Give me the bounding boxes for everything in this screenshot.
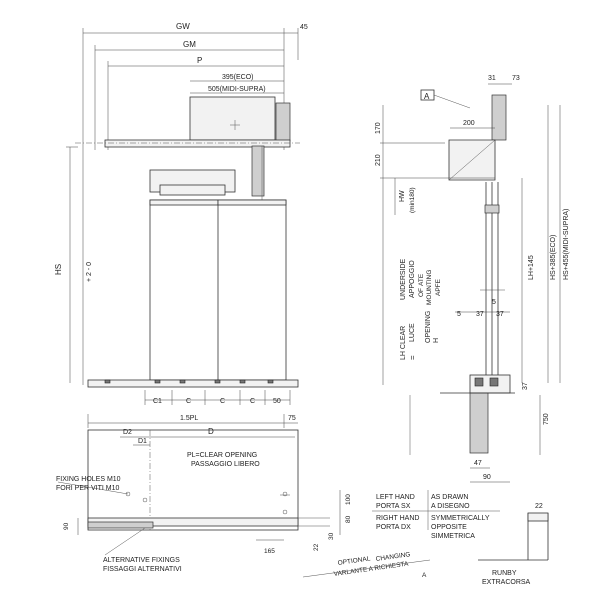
label-fissaggi: FISSAGGI ALTERNATIVI [103, 566, 182, 573]
dim-90-left: 90 [63, 522, 70, 530]
dim-hs-tol: + 2 - 0 [86, 262, 93, 282]
dim-c1: C1 [153, 398, 162, 405]
dim-c-c: C [250, 398, 255, 405]
label-right-hand: RIGHT HAND [376, 515, 419, 522]
label-fori-viti: FORI PER VITI M10 [56, 485, 120, 492]
label-alt-fixings: ALTERNATIVE FIXINGS [103, 557, 180, 564]
dim-d1: D1 [138, 438, 147, 445]
label-appoggio: APPOGGIO [409, 260, 416, 298]
dim-30: 30 [328, 532, 335, 540]
label-ate: ATE [418, 273, 425, 286]
dim-c-b: C [220, 398, 225, 405]
label-symmetrically: SYMMETRICALLY [431, 515, 490, 522]
dim-37a: 37 [476, 311, 484, 318]
dim-75: 75 [288, 415, 296, 422]
dim-d: D [208, 427, 214, 436]
dim-31: 31 [488, 75, 496, 82]
label-mounting: MOUNTING [426, 270, 433, 305]
dim-hs: HS [54, 264, 63, 275]
label-clear-opening: PL=CLEAR OPENING [187, 452, 257, 459]
dim-750: 750 [543, 413, 550, 425]
dim-gm: GM [183, 40, 196, 49]
label-optional: OPTIONAL [337, 555, 371, 567]
label-as-drawn: AS DRAWN [431, 494, 468, 501]
dim-37b: 37 [496, 311, 504, 318]
dim-47: 47 [474, 460, 482, 467]
dim-p: P [197, 56, 202, 65]
plan-view: D2 D1 D PL=CLEAR OPENING PASSAGGIO LIBER… [56, 427, 431, 579]
label-left-hand: LEFT HAND [376, 494, 415, 501]
dim-gw: GW [176, 22, 190, 31]
label-changing: CHANGING [375, 551, 411, 563]
section-a-marker: A [424, 92, 430, 101]
label-fixing-holes: FIXING HOLES M10 [56, 476, 121, 483]
dim-90: 90 [483, 474, 491, 481]
label-of: OF [418, 288, 425, 297]
label-eq: = [408, 355, 417, 360]
dim-hw: HW [399, 190, 406, 202]
dim-505-midi: 505(MIDI-SUPRA) [208, 86, 266, 93]
dim-5a: 5 [457, 311, 461, 318]
side-section: A 31 73 200 170 210 HW (min180) UNDERSID… [375, 75, 570, 483]
front-elevation: GW 45 GM P 395(ECO) 505(MIDI-SUPRA) HS +… [54, 22, 308, 428]
label-h: H [433, 338, 440, 343]
dim-hw-min: (min180) [409, 187, 416, 213]
hand-legend: LEFT HAND PORTA SX AS DRAWN A DISEGNO RI… [372, 490, 549, 586]
dim-hs385: HS+385(ECO) [550, 235, 557, 280]
label-porta-dx: PORTA DX [376, 524, 411, 531]
dim-gw-ext: 45 [300, 24, 308, 31]
label-underside: UNDERSIDE [400, 258, 407, 300]
label-extracorsa: EXTRACORSA [482, 579, 531, 586]
label-simmetrica: SIMMETRICA [431, 533, 475, 540]
dim-395-eco: 395(ECO) [222, 74, 254, 81]
dim-73: 73 [512, 75, 520, 82]
label-a-small: A [422, 572, 427, 579]
dim-170: 170 [375, 122, 382, 134]
label-apfe: APFE [435, 278, 442, 296]
label-runby: RUNBY [492, 570, 517, 577]
dim-165: 165 [264, 548, 275, 555]
dim-80: 80 [345, 515, 352, 523]
dim-210: 210 [375, 154, 382, 166]
label-lh-clear: LH CLEAR [400, 326, 407, 360]
dim-hs455: HS+455(MIDI-SUPRA) [563, 209, 570, 280]
dim-1-5pl: 1.5PL [180, 415, 198, 422]
label-opening: OPENING [425, 311, 432, 343]
label-luce: LUCE [409, 323, 416, 342]
dim-37c: 37 [522, 382, 529, 390]
dim-100: 100 [345, 494, 352, 505]
dim-200: 200 [463, 120, 475, 127]
dim-5b: 5 [492, 299, 496, 306]
dim-22: 22 [535, 503, 543, 510]
dim-50: 50 [273, 398, 281, 405]
label-a-disegno: A DISEGNO [431, 503, 470, 510]
label-passaggio: PASSAGGIO LIBERO [191, 461, 260, 468]
dim-d2: D2 [123, 429, 132, 436]
label-opposite: OPPOSITE [431, 524, 467, 531]
dim-c-a: C [186, 398, 191, 405]
label-porta-sx: PORTA SX [376, 503, 411, 510]
dim-lh145: LH+145 [528, 255, 535, 280]
dim-22b: 22 [313, 543, 320, 551]
